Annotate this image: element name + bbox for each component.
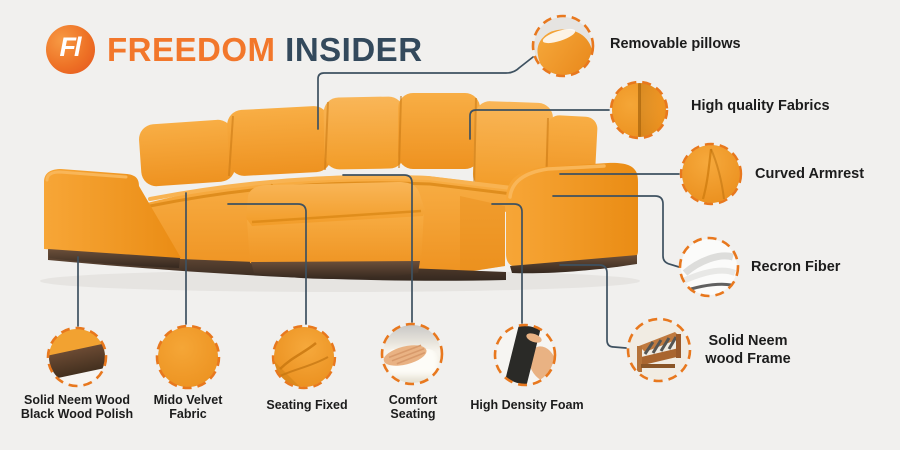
comfort-seating-photo [380,322,444,386]
fabric-seam [637,83,641,137]
seating-fixed-photo [271,324,337,390]
connector-seating-fixed [227,203,307,325]
high-density-foam-photo [493,323,557,387]
connector-comfort-seating [342,174,413,323]
label-high-density-foam: High Density Foam [470,398,584,412]
connector-lines [77,56,680,349]
removable-pillows-photo [531,14,595,78]
connector-recron-fiber [552,195,680,268]
brand-suffix: INSIDER [285,30,423,68]
label-curved-armrest: Curved Armrest [755,166,865,182]
label-high-quality-fabrics: High quality Fabrics [691,98,830,114]
sofa-left-armrest [44,169,181,268]
ottoman [246,182,425,280]
black-wood-polish-photo [46,326,108,388]
solid-neem-wood-frame-photo [626,317,692,383]
high-quality-fabrics-photo [609,80,669,140]
brand-header: Fl FREEDOM INSIDER [46,25,423,74]
label-seating-fixed: Seating Fixed [266,398,348,412]
recron-fiber-photo [678,236,740,298]
label-removable-pillows: Removable pillows [610,36,741,52]
brand-logo-icon: Fl [46,25,95,74]
curved-armrest-photo [679,142,743,206]
connector-high-density-foam [491,203,523,324]
sofa-right-armrest [506,162,638,274]
brand-name: FREEDOM [107,30,276,68]
connector-solid-neem-wood-frame [559,264,627,349]
label-recron-fiber: Recron Fiber [751,259,841,275]
mido-velvet-fabric-photo [155,324,221,390]
connector-removable-pillows [317,56,534,130]
fabric-shade [640,83,662,137]
connector-high-quality-fabrics [469,109,610,140]
brand-logo-glyph: Fl [59,32,82,62]
page-title: FREEDOM INSIDER [107,31,423,69]
